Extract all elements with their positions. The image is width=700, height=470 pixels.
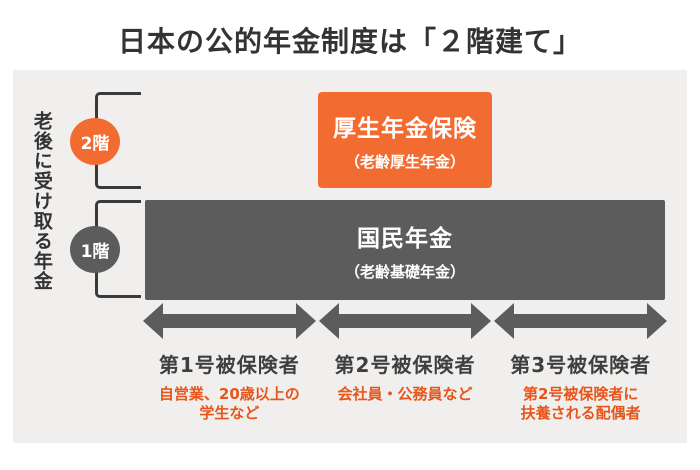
category-description-2: 会社員・公務員など [337, 385, 473, 403]
category-label-1: 第1号被保険者 [158, 353, 300, 377]
page-title: 日本の公的年金制度は「２階建て」 [117, 25, 582, 58]
category-label-2: 第2号被保険者 [334, 353, 476, 377]
arrow-left-head-icon [143, 303, 163, 339]
insured-categories-row: 第1号被保険者 自営業、20歳以上の 学生など 第2号被保険者 会社員・公務員な… [143, 303, 667, 423]
category-column-2: 第2号被保険者 会社員・公務員など [318, 303, 492, 423]
floor2-badge-label: 2階 [80, 134, 110, 154]
arrow-shaft [338, 314, 472, 328]
national-pension-subtitle: （老齢基礎年金） [344, 262, 465, 281]
side-axis-label: 老後に受け取る年金 [30, 111, 53, 291]
arrow-right-head-icon [471, 303, 492, 339]
floor2-badge: 2階 [70, 118, 120, 165]
category-label-3: 第3号被保険者 [510, 353, 652, 377]
category-description-1: 自営業、20歳以上の 学生など [158, 385, 300, 422]
arrow-left-head-icon [318, 303, 339, 339]
arrow-shaft [163, 314, 296, 328]
employees-pension-box: 厚生年金保険 （老齢厚生年金） [318, 92, 492, 188]
employees-pension-subtitle: （老齢厚生年金） [344, 152, 465, 171]
national-pension-box: 国民年金 （老齢基礎年金） [145, 200, 665, 300]
floor1-badge: 1階 [70, 226, 120, 273]
range-arrow-1 [143, 303, 316, 339]
employees-pension-title: 厚生年金保険 [333, 115, 477, 142]
range-arrow-3 [494, 303, 667, 339]
category-column-3: 第3号被保険者 第2号被保険者に 扶養される配偶者 [494, 303, 667, 423]
national-pension-title: 国民年金 [357, 225, 453, 252]
arrow-right-head-icon [647, 303, 667, 339]
category-description-3: 第2号被保険者に 扶養される配偶者 [520, 385, 641, 422]
category-column-1: 第1号被保険者 自営業、20歳以上の 学生など [143, 303, 316, 423]
range-arrow-2 [318, 303, 492, 339]
floor1-badge-label: 1階 [80, 242, 110, 262]
arrow-right-head-icon [295, 303, 316, 339]
arrow-left-head-icon [494, 303, 515, 339]
arrow-shaft [514, 314, 647, 328]
